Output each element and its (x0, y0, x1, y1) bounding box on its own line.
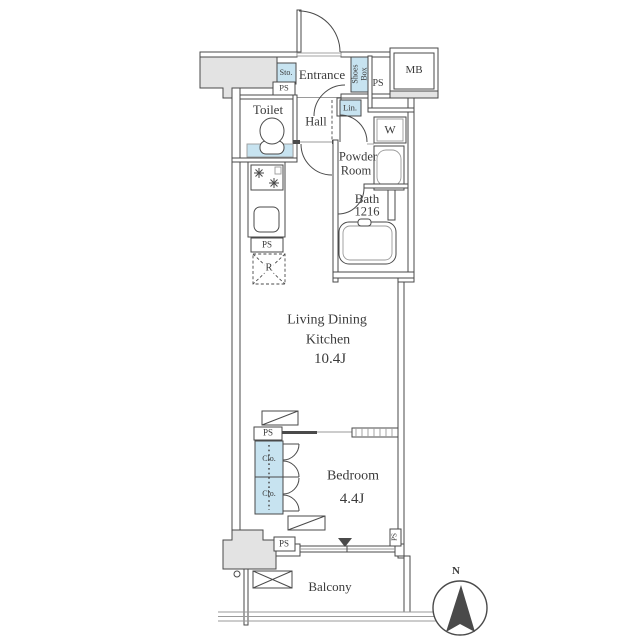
ldk-label-2: Kitchen (305, 332, 351, 348)
hall-label: Hall (305, 114, 327, 129)
bath-door-arc (337, 187, 365, 215)
powder-door-arc (339, 114, 368, 143)
sliding-door-pocket-upper (261, 410, 299, 426)
window-marker (338, 538, 352, 547)
powder-room-label-2: Room (340, 163, 372, 178)
stove-icon (250, 164, 284, 191)
bath-label: Bath (354, 191, 380, 207)
ldk-bedroom-divider (253, 410, 399, 441)
bedroom-label: Bedroom (326, 468, 380, 484)
balcony-area (218, 529, 438, 626)
ps-duct-box-4 (273, 536, 296, 552)
drain-icon (233, 570, 241, 578)
ps-label-5: PS (278, 538, 290, 549)
balcony-label: Balcony (308, 579, 352, 595)
compass (432, 580, 488, 636)
linen-label: Lin. (343, 102, 357, 113)
meter-box (389, 47, 439, 99)
kitchen-sink-icon (253, 206, 280, 233)
balcony-partition (243, 568, 249, 626)
hall-door-arc (313, 84, 346, 117)
ldk-door-arc (300, 143, 333, 176)
toilet-icon (259, 117, 285, 155)
balcony-railing (218, 611, 438, 622)
washer-pan-icon (373, 116, 407, 144)
ldk-size-label: 10.4J (313, 351, 347, 368)
north-arrow-icon (446, 585, 475, 632)
entrance-area (272, 55, 391, 117)
bathtub-icon (338, 218, 397, 265)
entrance-door (296, 9, 342, 57)
bedroom-size-label: 4.4J (339, 491, 365, 508)
powder-room-label-1: Powder (338, 149, 378, 164)
entrance-label: Entrance (298, 67, 346, 83)
ps-label-1: PS (279, 82, 289, 93)
linen-closet (339, 99, 362, 117)
toilet-room (231, 94, 298, 163)
bath-room (332, 183, 415, 279)
ps-label-6: PS (390, 533, 399, 541)
closet-label-2: Clo. (262, 488, 276, 498)
bath-size-label: 1216 (354, 204, 380, 219)
ps-label-3: PS (261, 239, 273, 250)
meter-box-label: MB (405, 64, 423, 77)
powder-room (332, 107, 415, 283)
refrigerator-label: R (264, 262, 274, 274)
compass-north-label: N (452, 565, 460, 578)
vanity-sink-icon (373, 145, 405, 191)
bath-counter (387, 189, 396, 221)
structural-column (222, 529, 277, 570)
storage-label: Sto. (279, 67, 293, 77)
closets (254, 440, 300, 515)
ps-duct-box-5 (389, 528, 402, 547)
ps-label-2: PS (372, 77, 384, 89)
ldk-label-1: Living Dining (287, 312, 367, 328)
sliding-door-pocket-lower (287, 515, 326, 531)
ducts (273, 528, 402, 552)
ps-duct-box-2 (250, 237, 284, 253)
ps-label-4: PS (262, 427, 274, 438)
ac-outdoor-unit-icon (252, 570, 293, 589)
sliding-door-track (351, 427, 399, 438)
toilet-label: Toilet (252, 102, 284, 118)
closet-label-1: Clo. (262, 453, 276, 463)
washer-label: W (384, 122, 396, 137)
